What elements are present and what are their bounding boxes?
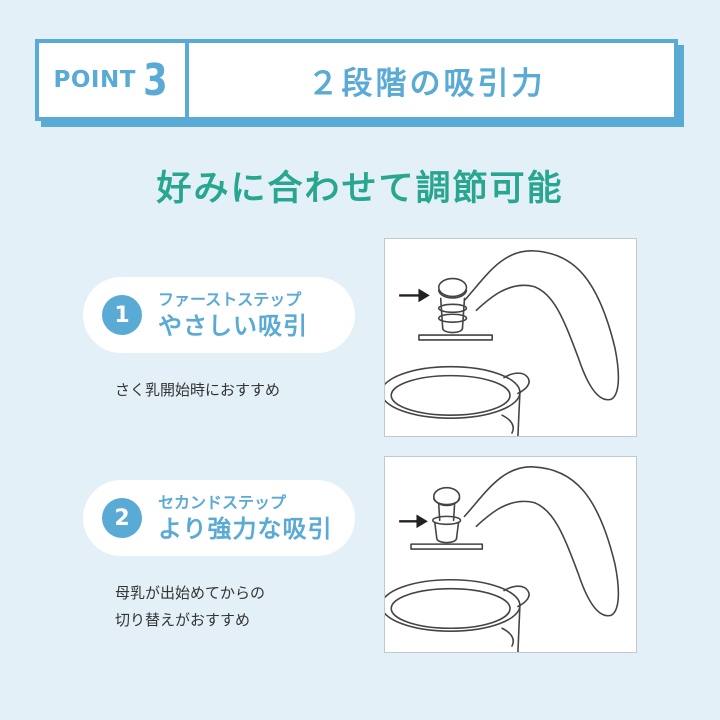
step-1-note-line: さく乳開始時におすすめ <box>115 381 281 399</box>
step-1-pill: 1 ファーストステップ やさしい吸引 <box>83 277 355 353</box>
point-word: POINT <box>53 67 136 93</box>
step-2-number: 2 <box>102 498 142 538</box>
step-1-description: やさしい吸引 <box>158 312 308 340</box>
step-1-note: さく乳開始時におすすめ <box>115 377 280 404</box>
step-2-pill: 2 セカンドステップ より強力な吸引 <box>83 480 355 556</box>
step-1-number: 1 <box>102 295 142 335</box>
step-2-note: 母乳が出始めてからの 切り替えがおすすめ <box>115 580 265 634</box>
header-banner: POINT 3 ２段階の吸引力 <box>35 39 678 121</box>
step-2-illustration <box>384 456 637 653</box>
step-2-note-line-2: 切り替えがおすすめ <box>115 611 251 629</box>
pump-second-step-drawing <box>385 466 620 652</box>
step-1-illustration <box>384 238 637 437</box>
step-2-description: より強力な吸引 <box>158 515 333 543</box>
header-title: ２段階の吸引力 <box>307 65 546 102</box>
subtitle: 好みに合わせて調節可能 <box>156 169 564 209</box>
pump-first-step-drawing <box>385 250 620 436</box>
step-2-label: セカンドステップ <box>158 493 287 512</box>
point-number: 3 <box>142 54 168 106</box>
step-2-note-line-1: 母乳が出始めてからの <box>115 584 266 602</box>
point-badge: POINT 3 <box>39 43 189 117</box>
step-1-label: ファーストステップ <box>158 290 302 309</box>
